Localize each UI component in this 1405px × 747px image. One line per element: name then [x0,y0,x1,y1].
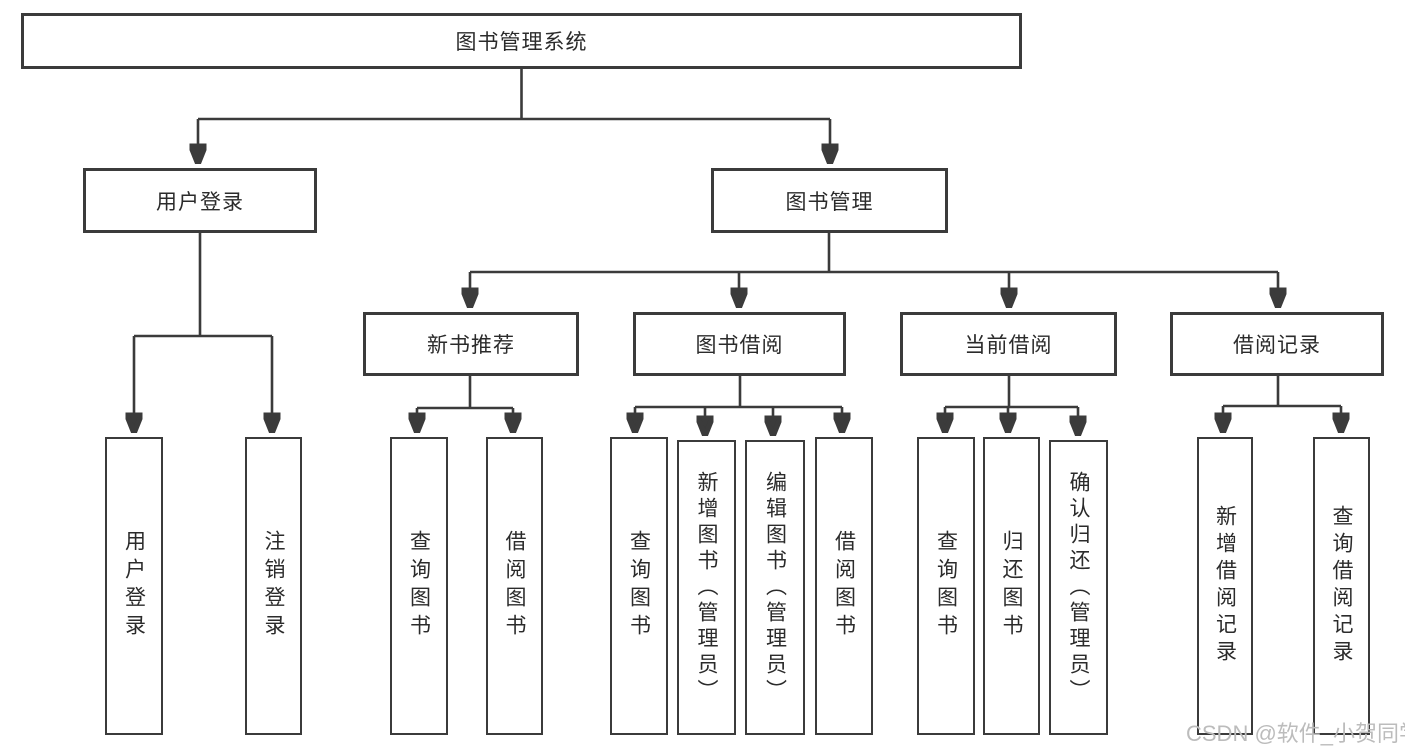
leaf-logout: 注销登录 [245,437,302,735]
leaf-return-books: 归还图书 [983,437,1040,735]
leaf-edit-books-admin: 编辑图书（管理员） [745,440,805,735]
node-user-login: 用户登录 [83,168,317,233]
connector-root [198,69,830,162]
leaf-borrow-books-borrowing: 借阅图书 [815,437,873,735]
node-current-borrowing: 当前借阅 [900,312,1117,376]
node-book-borrowing: 图书借阅 [633,312,846,376]
leaf-add-borrow-record: 新增借阅记录 [1197,437,1253,735]
leaf-borrow-books-recommend: 借阅图书 [486,437,543,735]
csdn-watermark: CSDN @软件_小贺同学 [1186,721,1405,746]
node-library-management-system: 图书管理系统 [21,13,1022,69]
connector-book-management [470,233,1278,306]
connector-new-book-recommend [417,376,513,431]
connector-borrowing-records [1223,376,1341,431]
connector-current-borrowing [945,376,1078,434]
leaf-confirm-return-admin: 确认归还（管理员） [1049,440,1108,735]
connector-book-borrowing [635,376,842,434]
leaf-query-borrow-record: 查询借阅记录 [1313,437,1370,735]
connector-user-login [134,233,272,431]
leaf-add-books-admin: 新增图书（管理员） [677,440,736,735]
leaf-query-books-borrowing: 查询图书 [610,437,668,735]
node-new-book-recommend: 新书推荐 [363,312,579,376]
node-book-management: 图书管理 [711,168,948,233]
leaf-query-books-recommend: 查询图书 [390,437,448,735]
leaf-query-books-current: 查询图书 [917,437,975,735]
leaf-user-login: 用户登录 [105,437,163,735]
node-borrowing-records: 借阅记录 [1170,312,1384,376]
